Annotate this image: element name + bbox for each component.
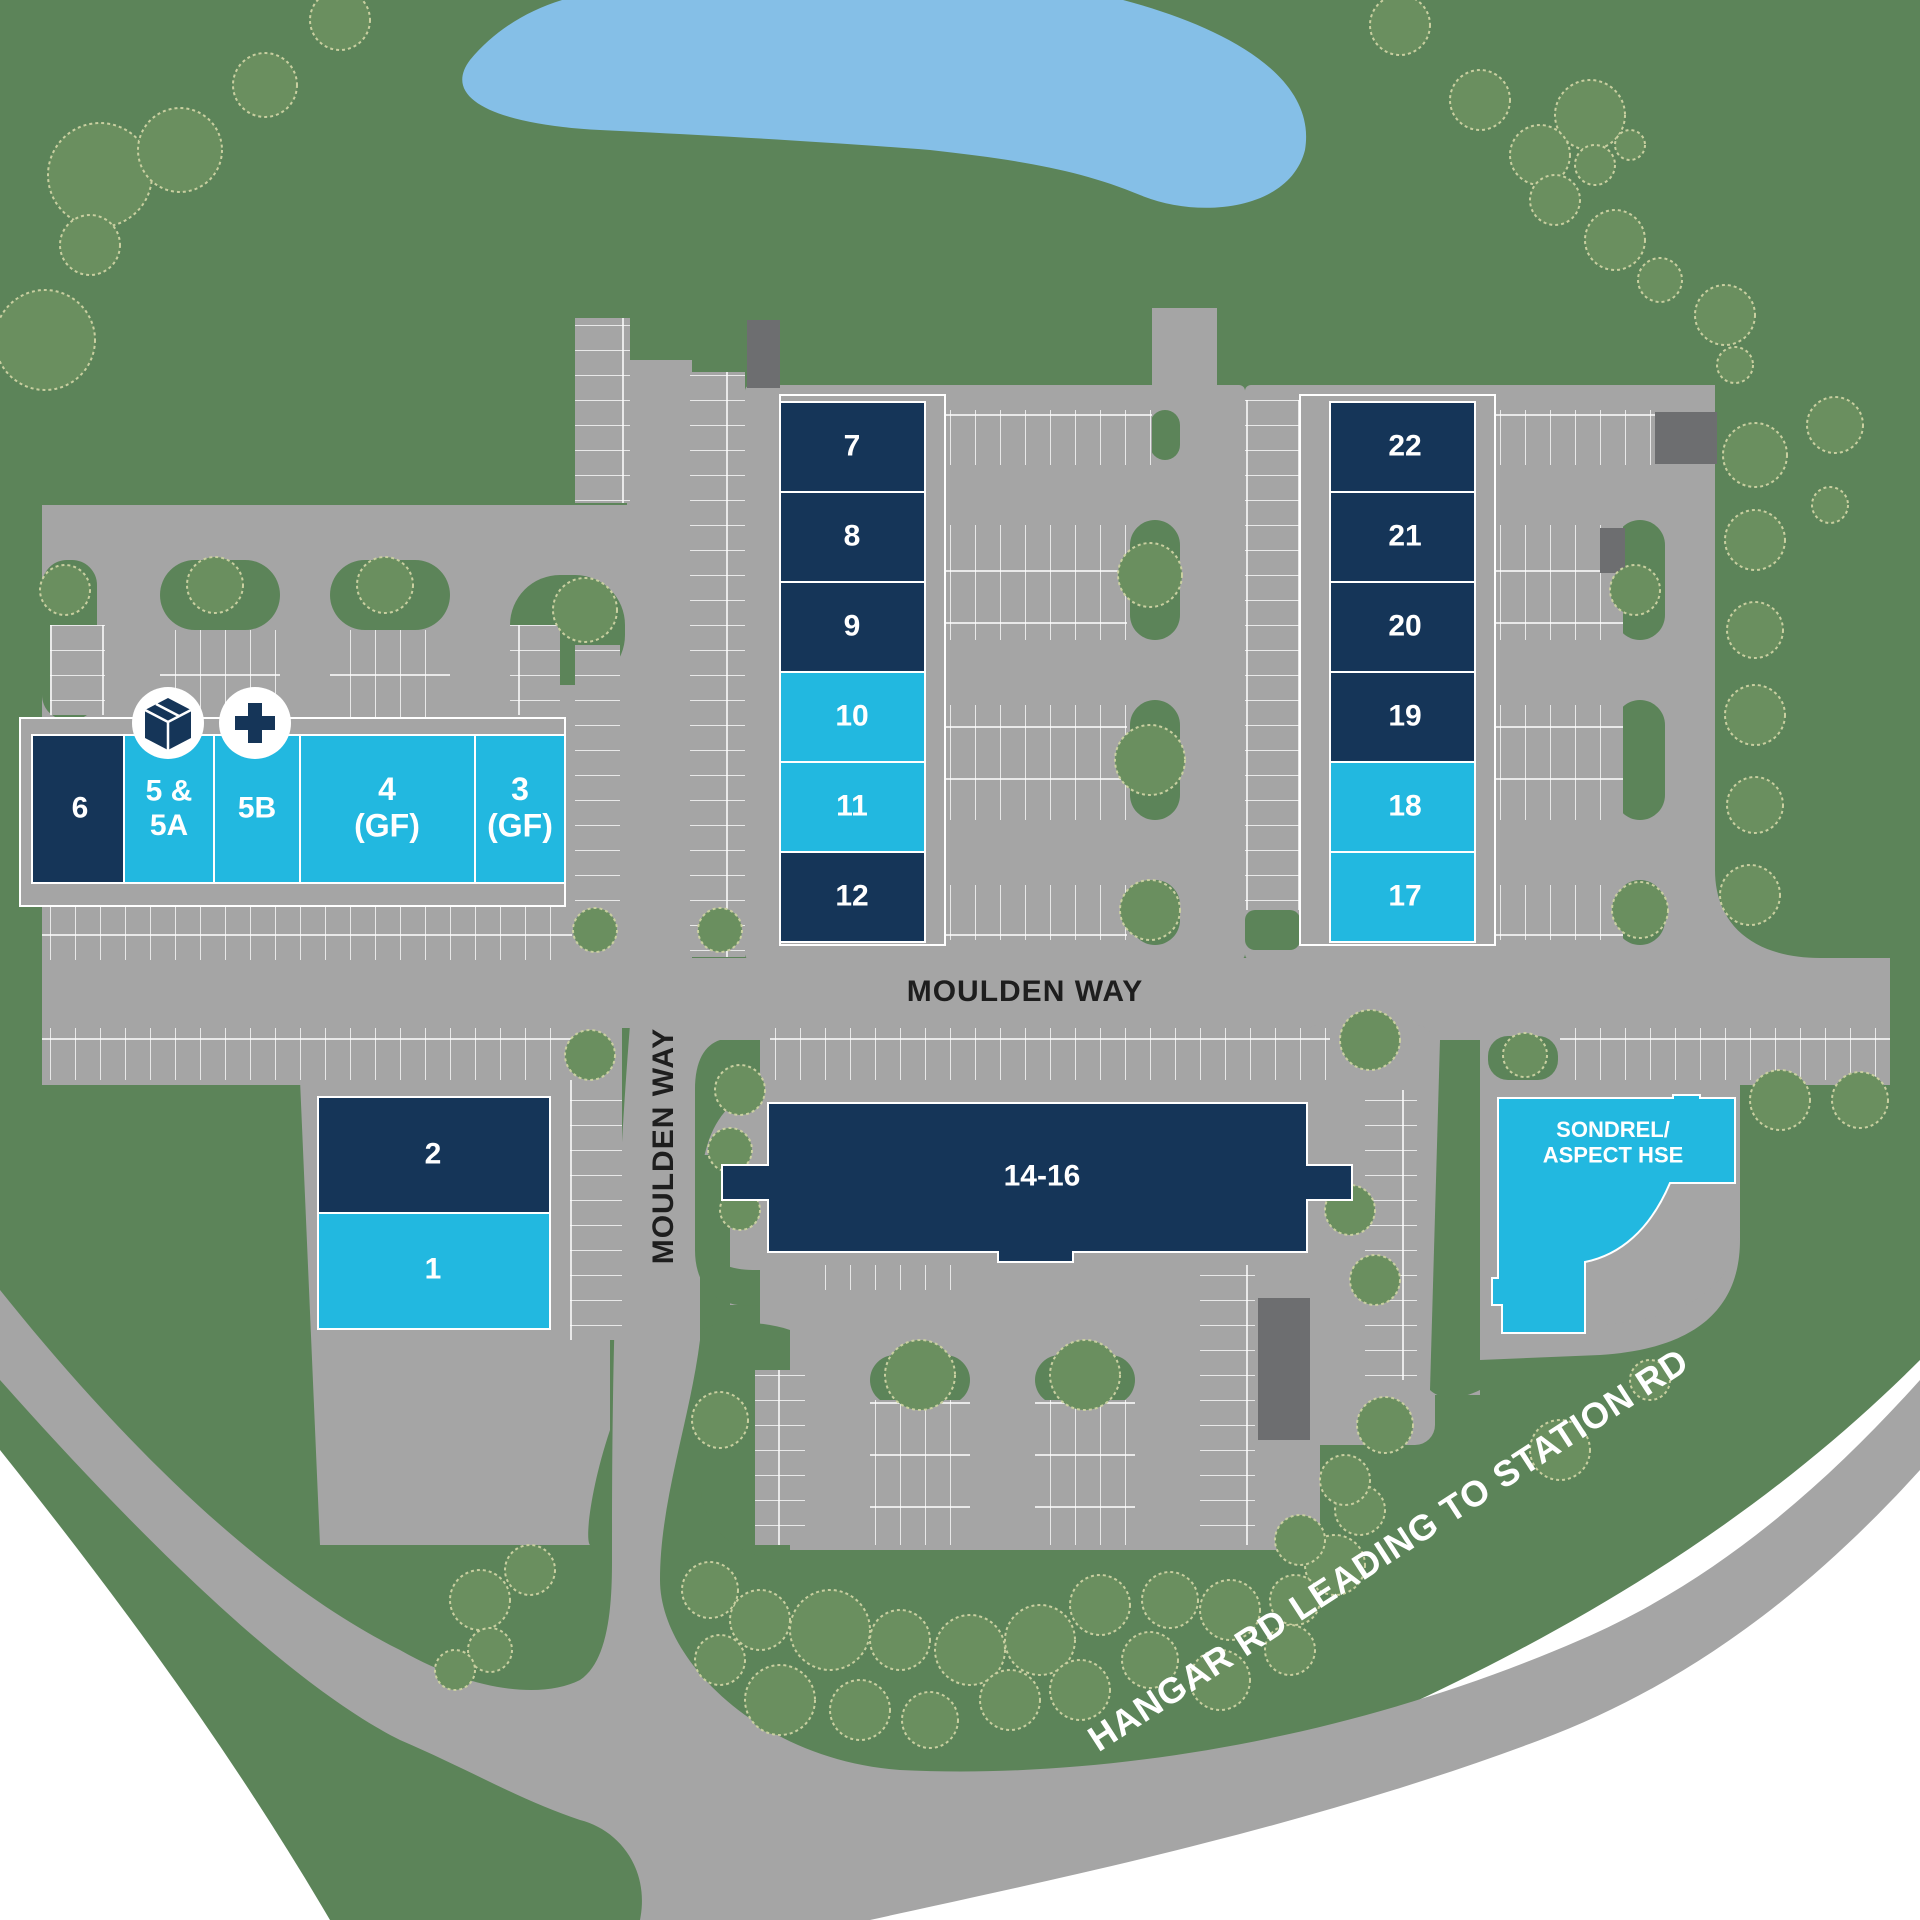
unit-label-2[interactable]: 2: [425, 1138, 442, 1171]
unit-8-shape: [779, 491, 926, 583]
unit-1-shape: [317, 1212, 551, 1330]
unit-3-shape: [474, 734, 566, 884]
unit-label-18[interactable]: 18: [1388, 790, 1421, 823]
lake: [462, 0, 1307, 208]
unit-label-10[interactable]: 10: [835, 700, 868, 733]
unit-20-shape: [1329, 581, 1476, 673]
unit-label-12[interactable]: 12: [835, 880, 868, 913]
unit-label-sa[interactable]: SONDREL/: [1556, 1117, 1670, 1142]
unit-5b-shape: [213, 734, 301, 884]
unit-18-shape: [1329, 761, 1476, 853]
sondrel-shape: [1491, 1094, 1736, 1334]
unit-9-shape: [779, 581, 926, 673]
moulden-way-horizontal-label: MOULDEN WAY: [907, 975, 1144, 1008]
unit-label-21[interactable]: 21: [1388, 520, 1421, 553]
reserved-bays: [747, 320, 1717, 1440]
parking-bays: [42, 318, 1890, 1545]
unit-14-16-shape: [721, 1102, 1353, 1263]
unit-10-shape: [779, 671, 926, 763]
unit-label-14[interactable]: 14-16: [1004, 1160, 1081, 1193]
unit-2-shape: [317, 1096, 551, 1214]
unit-17-shape: [1329, 851, 1476, 943]
unit-label-11[interactable]: 11: [836, 790, 868, 823]
unit-label-7[interactable]: 7: [844, 430, 861, 463]
unit-labels: 65 &5A5B4(GF)3(GF)7891011122221201918172…: [72, 430, 1684, 1286]
unit-label-3[interactable]: (GF): [487, 808, 553, 844]
unit-label-1[interactable]: 1: [425, 1253, 442, 1286]
unit-22-shape: [1329, 401, 1476, 493]
unit-label-3[interactable]: 3: [511, 771, 529, 807]
unit-label-17[interactable]: 17: [1388, 880, 1421, 913]
parcel-box-icon[interactable]: [132, 687, 204, 759]
unit-label-5b[interactable]: 5B: [238, 792, 276, 825]
unit-label-9[interactable]: 9: [844, 610, 861, 643]
unit-11-shape: [779, 761, 926, 853]
unit-19-shape: [1329, 671, 1476, 763]
unit-label-5[interactable]: 5A: [150, 809, 188, 842]
trees: [0, 0, 1889, 1749]
medical-cross-icon[interactable]: [219, 687, 291, 759]
unit-label-20[interactable]: 20: [1388, 610, 1421, 643]
unit-7-shape: [779, 401, 926, 493]
buildings: [19, 394, 1736, 1334]
unit-label-5[interactable]: 5 &: [146, 774, 193, 807]
unit-label-19[interactable]: 19: [1388, 700, 1421, 733]
outside-area-left: [0, 1450, 330, 1920]
unit-label-4[interactable]: 4: [378, 771, 396, 807]
unit-12-shape: [779, 851, 926, 943]
unit-label-8[interactable]: 8: [844, 520, 861, 553]
unit-label-4[interactable]: (GF): [354, 808, 420, 844]
unit-label-22[interactable]: 22: [1388, 430, 1421, 463]
unit-4-shape: [299, 734, 476, 884]
unit-label-6[interactable]: 6: [72, 792, 89, 825]
moulden-way-vertical-label: MOULDEN WAY: [647, 1028, 680, 1265]
unit-label-sa[interactable]: ASPECT HSE: [1543, 1142, 1684, 1167]
outside-area-right: [800, 1360, 1920, 1920]
